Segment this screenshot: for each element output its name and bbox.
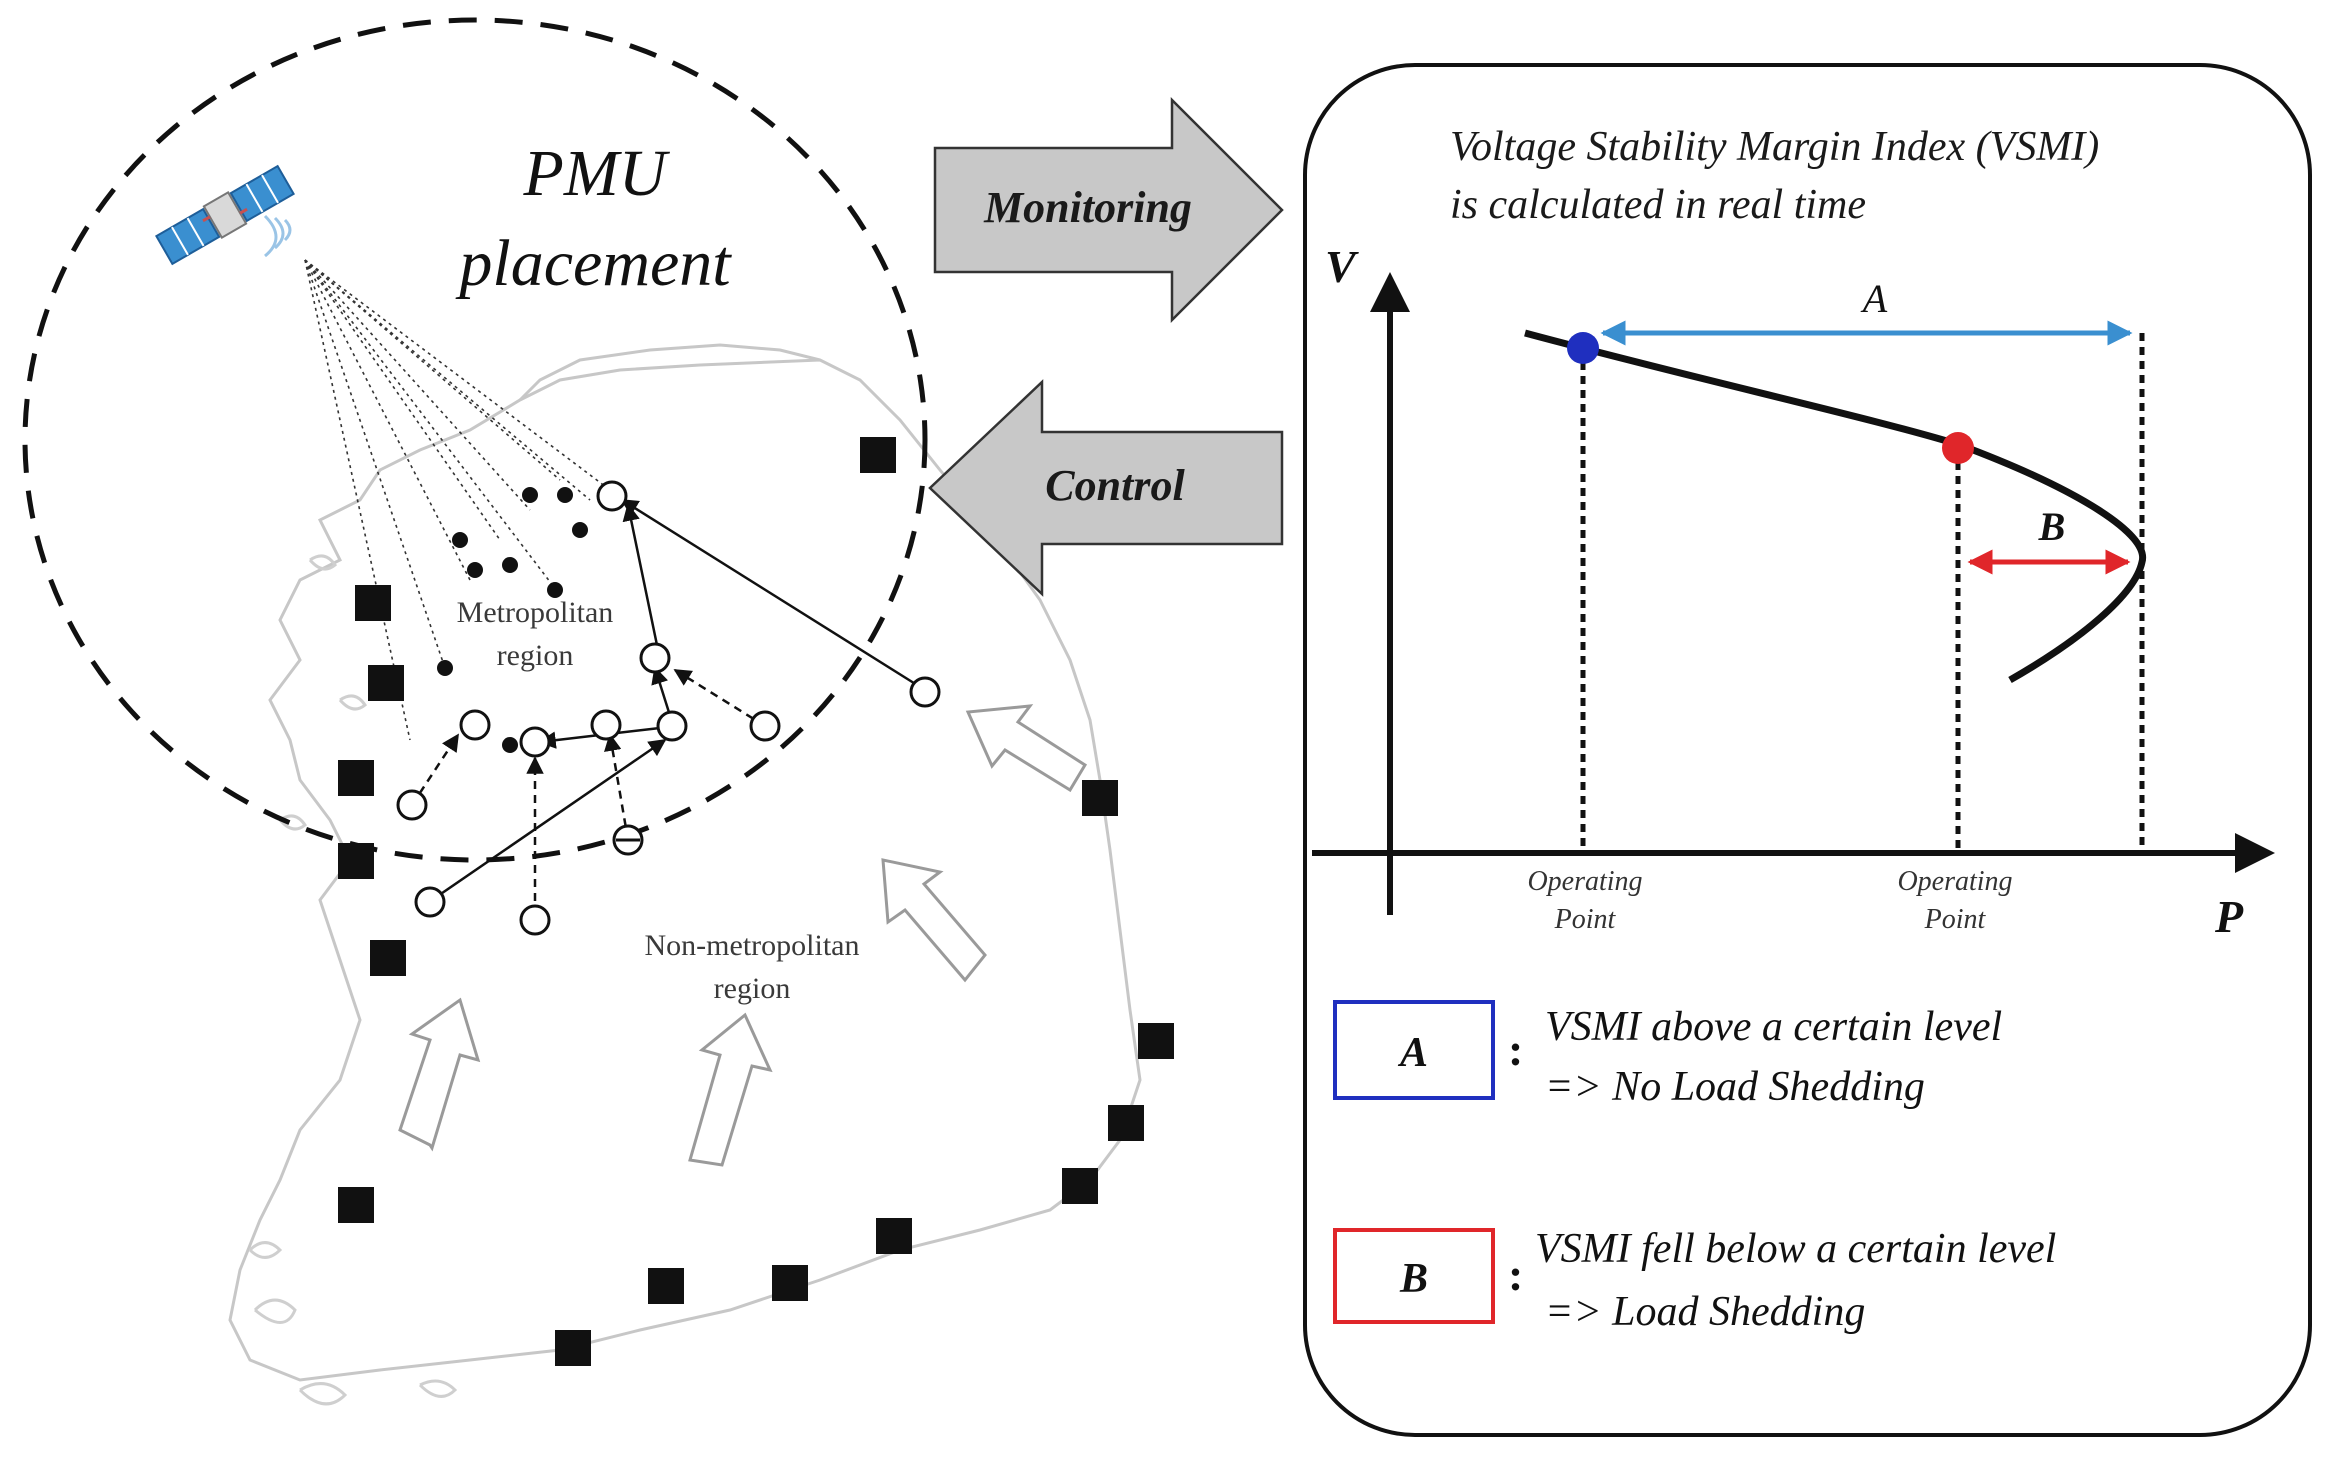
legend-a-box-label: A: [1397, 1030, 1428, 1076]
op2-label-line1: Operating: [1897, 866, 2012, 897]
monitoring-label: Monitoring: [983, 183, 1192, 232]
pmu-title-line2: placement: [455, 227, 732, 300]
p-axis-label: P: [2214, 891, 2244, 942]
monitoring-arrow: Monitoring: [933, 96, 1284, 324]
vsmi-title-line1: Voltage Stability Margin Index (VSMI): [1450, 124, 2099, 170]
peninsula-map: [228, 343, 1142, 1406]
legend-b-line1: VSMI fell below a certain level: [1535, 1226, 2056, 1272]
generator-squares: [338, 437, 1174, 1366]
hollow-flow-arrows: [398, 704, 1088, 1167]
legend-b-box-label: B: [1399, 1256, 1428, 1302]
legend-b-box: [1333, 1228, 1495, 1324]
legend-a-box: [1333, 1000, 1495, 1100]
op1-label-line1: Operating: [1527, 866, 1642, 897]
legend-b: B : VSMI fell below a certain level => L…: [1333, 1226, 2056, 1335]
legend-b-colon: :: [1508, 1249, 1523, 1300]
control-arrow: Control: [928, 379, 1284, 597]
pv-axes: [1312, 272, 2275, 915]
op2-label-line2: Point: [1924, 904, 1987, 935]
legend-a-colon: :: [1508, 1024, 1523, 1075]
satellite-icon: [155, 164, 295, 266]
nonmetro-label-line1: Non-metropolitan: [645, 929, 860, 962]
nonmetro-label-line2: region: [714, 972, 791, 1005]
vsmi-panel: [1303, 63, 2312, 1437]
pv-curve: [1524, 329, 2147, 684]
legend-b-line2: => Load Shedding: [1545, 1289, 1865, 1335]
operating-point-a: [1567, 332, 1599, 364]
signal-waves-icon: [263, 214, 292, 258]
hollow-buses: [396, 480, 941, 936]
op1-label-line2: Point: [1554, 904, 1617, 935]
pmu-title-line1: PMU: [523, 137, 671, 210]
vsmi-title-line2: is calculated in real time: [1450, 182, 1866, 228]
signal-lines: [304, 259, 611, 741]
control-label: Control: [1045, 461, 1185, 510]
power-flow-arrows: [431, 498, 926, 902]
pmu-coverage-circle: [22, 17, 928, 863]
legend-a: A : VSMI above a certain level => No Loa…: [1333, 1000, 2002, 1110]
coastline: [228, 358, 1142, 1382]
span-b-label: B: [2038, 504, 2066, 549]
legend-a-line2: => No Load Shedding: [1545, 1064, 1925, 1110]
coastline-north: [518, 343, 821, 402]
operating-point-droplines: [1580, 333, 2145, 853]
metro-label-line1: Metropolitan: [457, 596, 614, 629]
dashed-flow-arrows: [410, 668, 766, 915]
islands: [248, 554, 458, 1406]
span-a-label: A: [1860, 276, 1888, 321]
metro-label-line2: region: [497, 639, 574, 672]
legend-a-line1: VSMI above a certain level: [1545, 1004, 2002, 1050]
operating-point-b: [1942, 432, 1974, 464]
v-axis-label: V: [1325, 241, 1359, 292]
metro-load-dots: [437, 487, 588, 753]
